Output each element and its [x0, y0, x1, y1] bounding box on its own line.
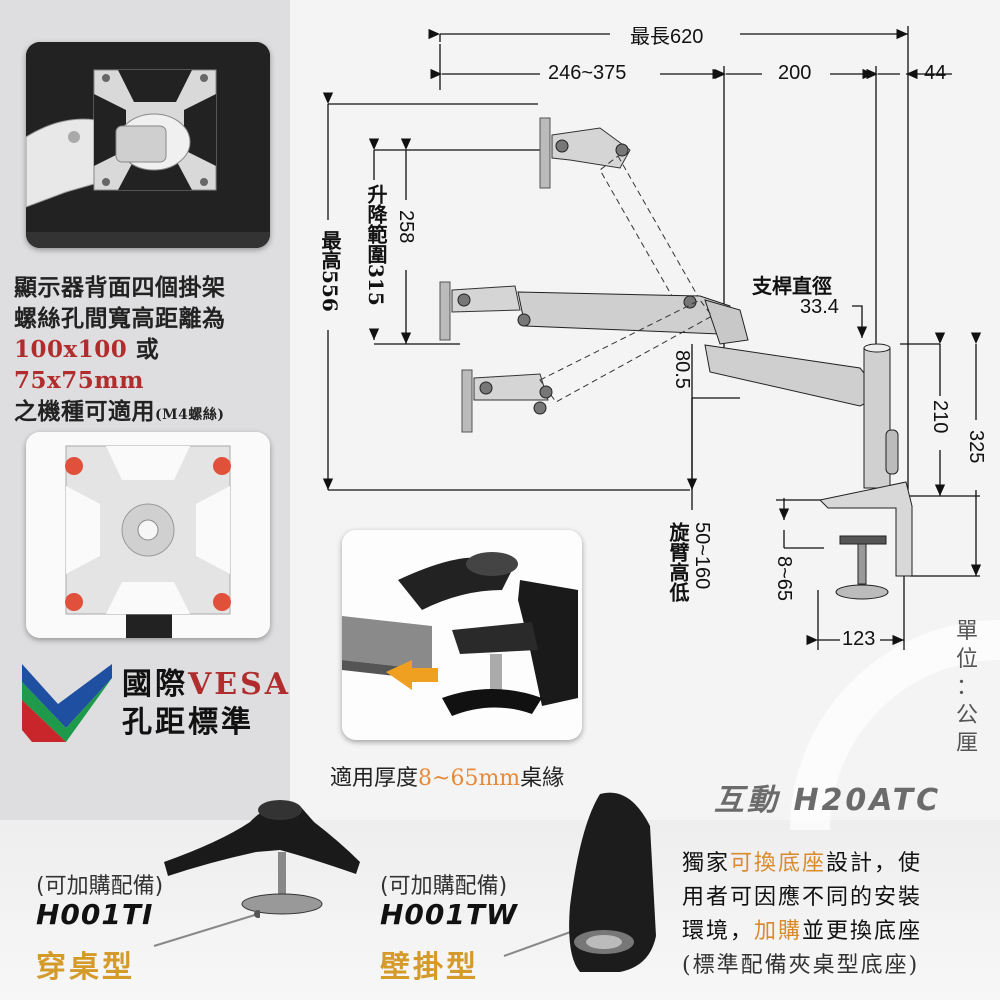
swivel-arm: [704, 343, 899, 489]
vesa-description: 顯示器背面四個掛架 螺絲孔間寬高距離為 100x100 或 75x75mm 之機…: [14, 272, 284, 431]
desc-line-3: 環境，加購並更換底座: [682, 915, 992, 949]
vesa-check-logo: [22, 664, 112, 742]
desc-l1-a: 獨家: [682, 851, 731, 876]
arm-upper-position: [539, 117, 701, 311]
clamp-photo: [342, 530, 582, 740]
dim-swivel-height: 旋臂高低: [666, 522, 690, 602]
desc-l1-b: 設計，使: [826, 851, 923, 876]
option-model-wall: H001TW: [380, 898, 518, 931]
unit-char: 單: [955, 619, 978, 644]
accessories-panel-bg: [0, 820, 1000, 1000]
vesa-line-4-main: 之機種可適用: [14, 398, 155, 425]
dim-80-5: 80.5: [671, 350, 693, 389]
dim-200: 200: [778, 62, 812, 84]
std-vesa: VESA: [188, 667, 292, 702]
through-desk-base-image: [164, 800, 360, 915]
dim-max-length: 最長620: [630, 26, 704, 48]
std-intl: 國際: [122, 667, 188, 702]
dim-258: 258: [395, 210, 417, 244]
dim-44: 44: [924, 62, 947, 84]
vesa-line-4: 之機種可適用(M4螺絲): [14, 396, 284, 431]
vesa-standard-label: 國際VESA 孔距標準: [122, 666, 291, 742]
desc-highlight-purchase: 加購: [754, 919, 803, 944]
screw-hole-marker: [65, 457, 83, 475]
dim-max-height: 最高556: [318, 230, 342, 312]
screw-hole-marker: [65, 593, 83, 611]
vesa-standard-line-2: 孔距標準: [122, 705, 254, 740]
option-type-through-desk: 穿桌型: [36, 950, 135, 985]
vesa-line-2: 螺絲孔間寬高距離為: [14, 305, 226, 332]
brand-name: 互動: [714, 783, 780, 818]
dim-210: 210: [929, 400, 951, 434]
desc-line-4: (標準配備夾桌型底座): [682, 953, 920, 978]
brand-model: H20ATC: [793, 783, 942, 818]
unit-char: 位: [955, 647, 978, 672]
dim-swivel-range: 50~160: [691, 522, 713, 590]
vesa-screw-note: (M4螺絲): [155, 407, 225, 423]
desc-line-2: 用者可因應不同的安裝: [682, 885, 923, 910]
vesa-standard-line-1: 國際VESA: [122, 666, 291, 704]
monitor-mount-illustration: [26, 42, 270, 248]
dim-325: 325: [965, 430, 987, 464]
desc-l3-a: 環境，: [682, 919, 755, 944]
desc-l3-b: 並更換底座: [802, 919, 923, 944]
vesa-size-75: 75x75mm: [14, 367, 144, 394]
clamp-caption-c: 桌緣: [520, 766, 565, 791]
dim-arm-range: 246~375: [548, 62, 627, 84]
unit-char: ：: [955, 675, 978, 700]
arm-lower-position: [461, 299, 713, 433]
desc-line-1: 獨家可換底座設計，使: [682, 847, 992, 881]
vesa-or: 或: [135, 336, 160, 363]
unit-char: 公: [955, 703, 978, 728]
desk-clamp: [818, 481, 913, 600]
dimension-diagram: [322, 26, 982, 650]
option-type-wall: 壁掛型: [380, 950, 479, 985]
arm-middle-position: [439, 281, 749, 345]
unit-label: 單 位 ： 公 厘: [955, 618, 979, 758]
option-model-through-desk: H001TI: [36, 898, 154, 931]
unit-char: 厘: [955, 731, 978, 756]
screw-hole-marker: [213, 457, 231, 475]
product-brand: 互動 H20ATC: [714, 775, 941, 819]
vesa-line-3: 100x100 或 75x75mm: [14, 334, 284, 396]
pole-diameter-label: 支桿直徑: [752, 274, 832, 298]
dim-lift-range: 升降範圍315: [364, 184, 388, 306]
clamp-caption-a: 適用厚度: [330, 766, 419, 791]
vesa-plate-illustration: [26, 432, 270, 638]
vesa-plate-photo: [26, 432, 270, 638]
desc-highlight-base: 可換底座: [730, 851, 827, 876]
clamp-thickness-range: 8~65mm: [418, 766, 521, 791]
vesa-size-100: 100x100: [14, 336, 128, 363]
monitor-back-photo: [26, 42, 270, 248]
clamp-illustration: [342, 530, 582, 740]
wall-mount-base-image: [569, 792, 656, 972]
clamp-caption: 適用厚度8~65mm桌緣: [330, 760, 564, 792]
option-pointer-line: [153, 910, 260, 947]
dim-clamp-range: 8~65: [773, 556, 795, 602]
screw-hole-marker: [213, 593, 231, 611]
dim-123: 123: [842, 628, 876, 650]
pole-diameter-value: 33.4: [800, 296, 839, 318]
option-tag-through-desk: (可加購配備): [36, 874, 164, 899]
vesa-line-1: 顯示器背面四個掛架: [14, 274, 226, 301]
interchangeable-base-description: 獨家可換底座設計，使 用者可因應不同的安裝 環境，加購並更換底座 (標準配備夾桌…: [682, 847, 992, 983]
option-tag-wall: (可加購配備): [380, 874, 508, 899]
